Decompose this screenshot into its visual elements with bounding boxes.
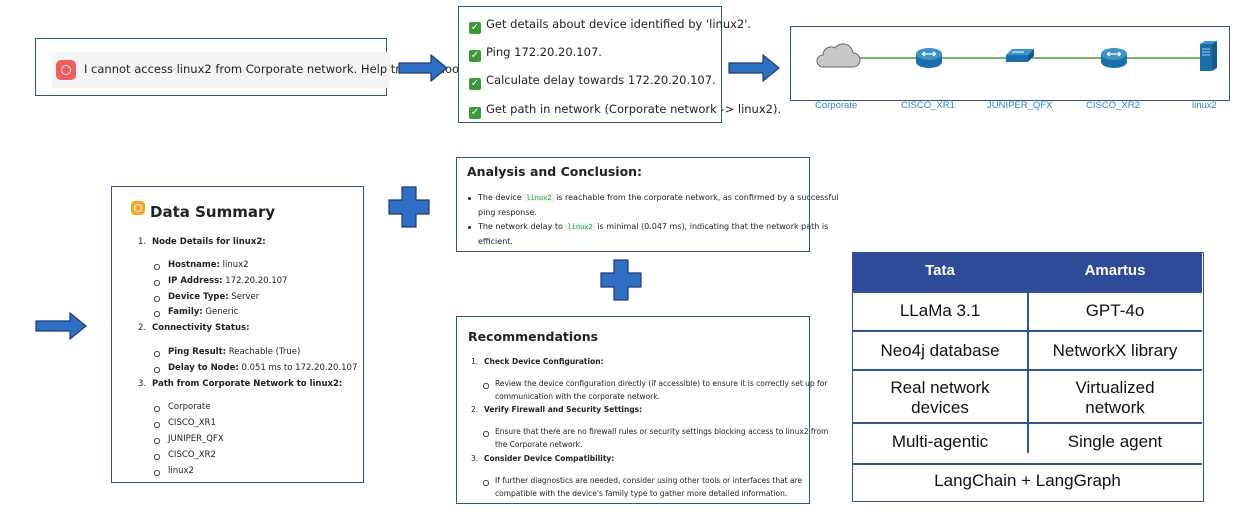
plan-item: ✓Ping 172.20.20.107. <box>469 45 602 62</box>
bullet <box>468 226 471 229</box>
right-arrow-icon <box>398 53 448 83</box>
prompt-text: I cannot access linux2 from Corporate ne… <box>84 62 468 76</box>
check-mark-icon: ✓ <box>469 22 481 34</box>
path-hop: linux2 <box>168 466 194 476</box>
recommendation-title: Verify Firewall and Security Settings: <box>484 405 643 414</box>
data-summary-title: Data Summary <box>150 203 276 221</box>
bullet <box>154 296 160 302</box>
recommendation-line: communication with the corporate network… <box>495 392 660 401</box>
right-arrow-icon <box>728 53 780 83</box>
check-mark-icon: ✓ <box>469 78 481 90</box>
recommendation-line: compatible with the device's family type… <box>495 489 788 498</box>
detail-line: Ping Result: Reachable (True) <box>168 347 301 357</box>
bullet <box>483 480 489 486</box>
plan-item: ✓Get details about device identified by … <box>469 17 752 34</box>
detail-line: Hostname: linux2 <box>168 260 249 270</box>
table-cell: Neo4j database <box>880 341 1000 360</box>
recommendation-title: Check Device Configuration: <box>484 357 604 366</box>
node-label-juniper-qfx: JUNIPER_QFX <box>987 100 1053 111</box>
right-arrow-icon <box>35 311 87 341</box>
detail-line: Device Type: Server <box>168 292 260 302</box>
bullet <box>154 351 160 357</box>
section-title: Path from Corporate Network to linux2: <box>152 379 343 389</box>
bullet <box>154 438 160 444</box>
node-label-cisco-xr2: CISCO_XR2 <box>1086 100 1140 111</box>
bullet <box>154 422 160 428</box>
analysis-title: Analysis and Conclusion: <box>467 164 643 179</box>
bullet <box>154 311 160 317</box>
path-hop: CISCO_XR2 <box>168 450 216 460</box>
user-prompt-box: I cannot access linux2 from Corporate ne… <box>35 38 467 96</box>
bullet <box>154 470 160 476</box>
node-label-linux2: linux2 <box>1192 100 1217 111</box>
recommendation-title: Consider Device Compatibility: <box>484 454 615 463</box>
path-hop: CISCO_XR1 <box>168 418 216 428</box>
check-mark-icon: ✓ <box>469 107 481 119</box>
table-cell: Virtualized network <box>1075 378 1155 417</box>
comparison-table: Tata Amartus LLaMa 3.1 GPT-4o Neo4j data… <box>852 252 1204 502</box>
recommendation-line: the Corporate network. <box>495 440 583 449</box>
cloud-icon <box>816 43 861 68</box>
bullet <box>483 383 489 389</box>
user-avatar-icon <box>56 60 76 80</box>
router-icon <box>916 48 942 68</box>
table-cell: NetworkX library <box>1052 341 1178 360</box>
recommendation-line: If further diagnostics are needed, consi… <box>495 476 803 485</box>
section-title: Connectivity Status: <box>152 323 250 333</box>
plus-icon <box>388 186 430 232</box>
column-header-tata: Tata <box>925 262 955 279</box>
bullet <box>154 406 160 412</box>
recommendation-line: Review the device configuration directly… <box>495 379 828 388</box>
path-hop: Corporate <box>168 402 211 412</box>
node-label-cisco-xr1: CISCO_XR1 <box>901 100 955 111</box>
plan-checklist-box: ✓Get details about device identified by … <box>458 6 781 123</box>
table-cell: Multi-agentic <box>891 432 989 451</box>
bullet <box>468 197 471 200</box>
detail-line: Family: Generic <box>168 307 239 317</box>
table-header: Tata Amartus <box>853 253 1202 291</box>
analysis-line: efficient. <box>478 237 513 246</box>
bot-icon <box>131 201 145 215</box>
column-header-amartus: Amartus <box>1084 262 1146 279</box>
detail-line: IP Address: 172.20.20.107 <box>168 276 288 286</box>
switch-icon <box>1006 49 1034 62</box>
network-topology-box: Corporate CISCO_XR1 JUNIPER_QFX CISCO_XR… <box>790 26 1230 111</box>
bullet <box>483 431 489 437</box>
chat-message: I cannot access linux2 from Corporate ne… <box>52 52 467 88</box>
topology-links <box>816 41 1217 71</box>
detail-line: Delay to Node: 0.051 ms to 172.20.20.107 <box>168 363 358 373</box>
section-title: Node Details for linux2: <box>152 237 266 247</box>
bullet <box>154 454 160 460</box>
router-icon <box>1101 48 1127 68</box>
recommendation-line: Ensure that there are no firewall rules … <box>495 427 829 436</box>
table-cell: GPT-4o <box>1085 301 1145 320</box>
node-label-corporate: Corporate <box>815 100 858 111</box>
path-hop: JUNIPER_QFX <box>168 434 224 444</box>
plan-item: ✓Calculate delay towards 172.20.20.107. <box>469 73 716 90</box>
bullet <box>154 264 160 270</box>
analysis-line: ping response. <box>478 208 537 217</box>
plan-item: ✓Get path in network (Corporate network … <box>469 102 782 119</box>
analysis-line: The device linux2 is reachable from the … <box>478 193 839 202</box>
table-cell: LLaMa 3.1 <box>899 301 981 320</box>
recommendations-title: Recommendations <box>468 329 599 344</box>
data-summary-panel: Data Summary 1. Node Details for linux2:… <box>111 186 364 483</box>
check-mark-icon: ✓ <box>469 50 481 62</box>
plus-icon <box>600 259 642 305</box>
analysis-line: The network delay to linux2 is minimal (… <box>478 222 829 231</box>
bullet <box>154 280 160 286</box>
table-cell: Single agent <box>1067 432 1163 451</box>
server-icon <box>1200 41 1217 71</box>
recommendations-panel: Recommendations 1. Check Device Configur… <box>456 316 828 504</box>
table-footer-cell: LangChain + LangGraph <box>934 471 1121 490</box>
table-cell: Real network devices <box>890 378 990 417</box>
bullet <box>154 367 160 373</box>
analysis-panel: Analysis and Conclusion: The device linu… <box>456 157 839 252</box>
